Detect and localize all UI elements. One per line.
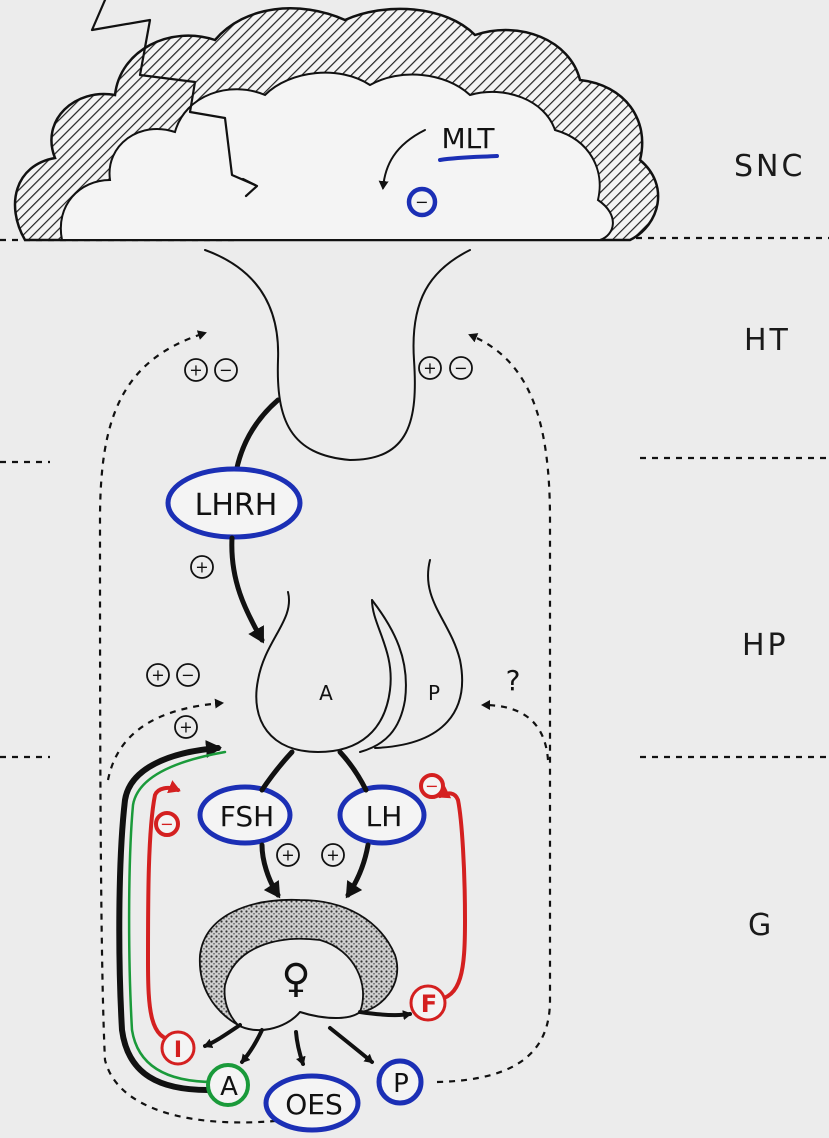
ht-right-plus: + — [423, 359, 436, 378]
inhibin-label: I — [174, 1038, 182, 1063]
pituitary-to-lh-stroke — [340, 752, 366, 790]
lhrh-label: LHRH — [195, 488, 278, 523]
ovary-to-progesterone-arrow — [330, 1028, 372, 1062]
fsh-plus-sign: + — [281, 846, 294, 865]
anterior-pituitary-outline — [256, 592, 390, 752]
fsh-label: FSH — [220, 800, 274, 833]
pituitary: A P — [256, 560, 462, 752]
question-mark-label: ? — [506, 664, 521, 697]
progesterone-label: P — [393, 1069, 409, 1099]
outer-right-feedback-loop — [437, 335, 550, 1082]
hypothalamus-to-lhrh-stroke — [235, 400, 278, 478]
lh-to-ovary-arrow — [348, 845, 368, 895]
f-red-feedback-arrow — [435, 793, 465, 1000]
ht-left-plus: + — [189, 361, 202, 380]
ovary-to-inhibin-arrow — [205, 1025, 240, 1046]
ovary-to-androgens-arrow — [242, 1030, 262, 1062]
zone-label-ht: HT — [744, 323, 791, 358]
female-symbol: ♀ — [281, 956, 310, 1002]
hypothalamus-stalk — [205, 250, 470, 460]
fsh-to-ovary-arrow — [262, 845, 278, 895]
ovary: ♀ — [200, 900, 397, 1030]
lhrh-plus-sign: + — [195, 558, 208, 577]
mlt-minus-sign: − — [415, 193, 428, 212]
zone-separators — [0, 238, 829, 757]
androgens-label: A — [220, 1072, 238, 1102]
hp-plus-1: + — [151, 666, 164, 685]
anterior-lobe-label: A — [319, 681, 333, 705]
ht-left-minus: − — [219, 361, 232, 380]
f-label: F — [421, 990, 437, 1018]
lobe-divider — [360, 600, 406, 752]
ovary-lower-rim — [238, 1012, 360, 1030]
ovary-to-f-arrow — [360, 1012, 410, 1015]
oestrogens-label: OES — [285, 1088, 343, 1121]
zone-label-hp: HP — [742, 628, 789, 663]
lhrh-to-pituitary-arrow — [232, 538, 262, 640]
hp-plus-2: + — [179, 718, 192, 737]
pituitary-to-fsh-stroke — [262, 752, 292, 790]
posterior-lobe-label: P — [428, 681, 440, 705]
zone-label-snc: SNC — [734, 149, 805, 184]
ht-right-signs: + − — [419, 357, 472, 379]
lh-label: LH — [366, 800, 403, 833]
hp-signs: + − + — [147, 664, 199, 738]
mlt-label: MLT — [441, 122, 495, 155]
ht-left-signs: + − — [185, 359, 237, 381]
inner-right-feedback-loop — [483, 705, 548, 760]
zone-label-g: G — [748, 908, 774, 943]
ht-right-minus: − — [454, 359, 467, 378]
f-minus-sign: − — [425, 777, 438, 796]
inhibin-minus-sign: − — [160, 815, 173, 834]
lh-plus-sign: + — [326, 846, 339, 865]
brain-cortex — [15, 8, 658, 240]
ovary-to-oestrogens-arrow — [296, 1032, 303, 1064]
hp-minus: − — [181, 666, 194, 685]
